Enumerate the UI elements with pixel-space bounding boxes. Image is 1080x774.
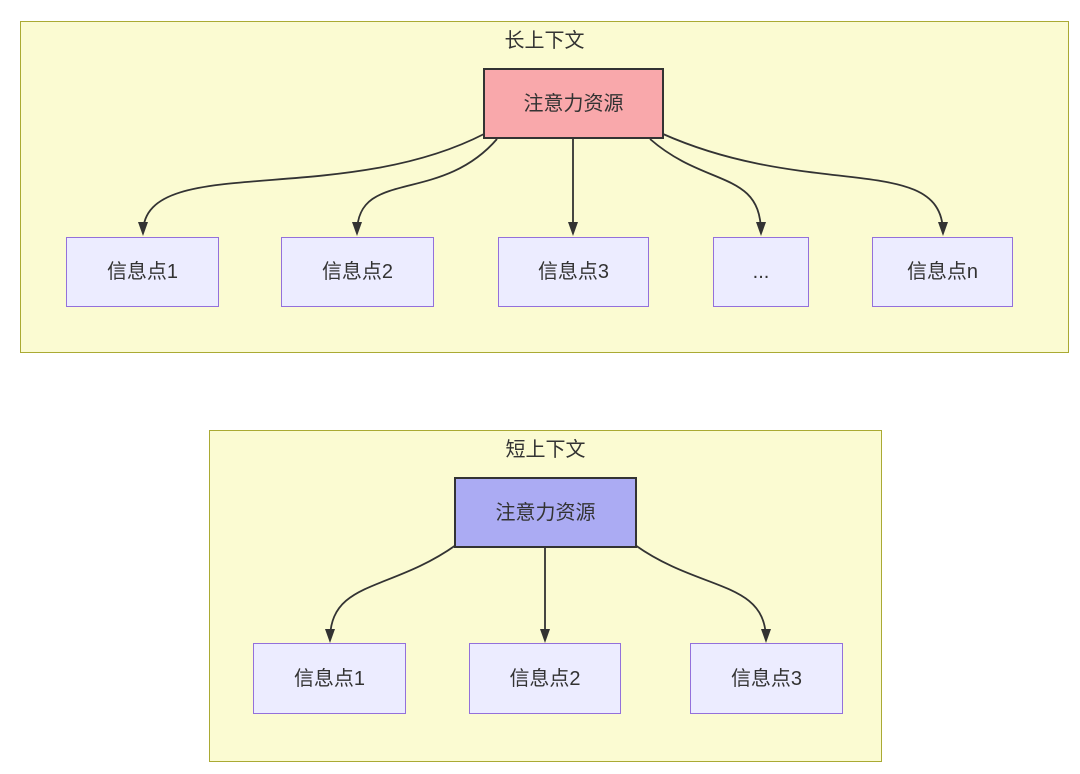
node-long-info-point-1: 信息点1 — [66, 237, 219, 307]
node-long-info-point-1-label: 信息点1 — [106, 261, 179, 283]
node-short-info-point-1: 信息点1 — [253, 643, 406, 714]
node-short-info-point-2-label: 信息点2 — [509, 667, 581, 690]
cluster-long-context-title: 长上下文 — [504, 30, 585, 52]
node-short-info-point-1-label: 信息点1 — [293, 667, 366, 690]
node-long-info-point-n-label: 信息点n — [906, 261, 979, 283]
node-attention-resource-short: 注意力资源 — [454, 477, 637, 548]
node-long-info-point-3: 信息点3 — [498, 237, 649, 307]
node-short-info-point-2: 信息点2 — [469, 643, 621, 714]
node-long-info-point-n: 信息点n — [872, 237, 1013, 307]
node-long-info-point-2: 信息点2 — [281, 237, 434, 307]
node-long-info-point-2-label: 信息点2 — [321, 261, 394, 283]
node-long-info-point-3-label: 信息点3 — [537, 261, 610, 283]
node-long-info-point-ellipsis: ... — [713, 237, 809, 307]
node-attention-resource-long-label: 注意力资源 — [523, 92, 624, 115]
node-short-info-point-3-label: 信息点3 — [730, 667, 803, 690]
node-attention-resource-short-label: 注意力资源 — [495, 501, 596, 524]
node-short-info-point-3: 信息点3 — [690, 643, 843, 714]
node-long-info-point-ellipsis-label: ... — [752, 261, 770, 283]
cluster-short-context-title: 短上下文 — [505, 439, 586, 461]
node-attention-resource-long: 注意力资源 — [483, 68, 664, 139]
